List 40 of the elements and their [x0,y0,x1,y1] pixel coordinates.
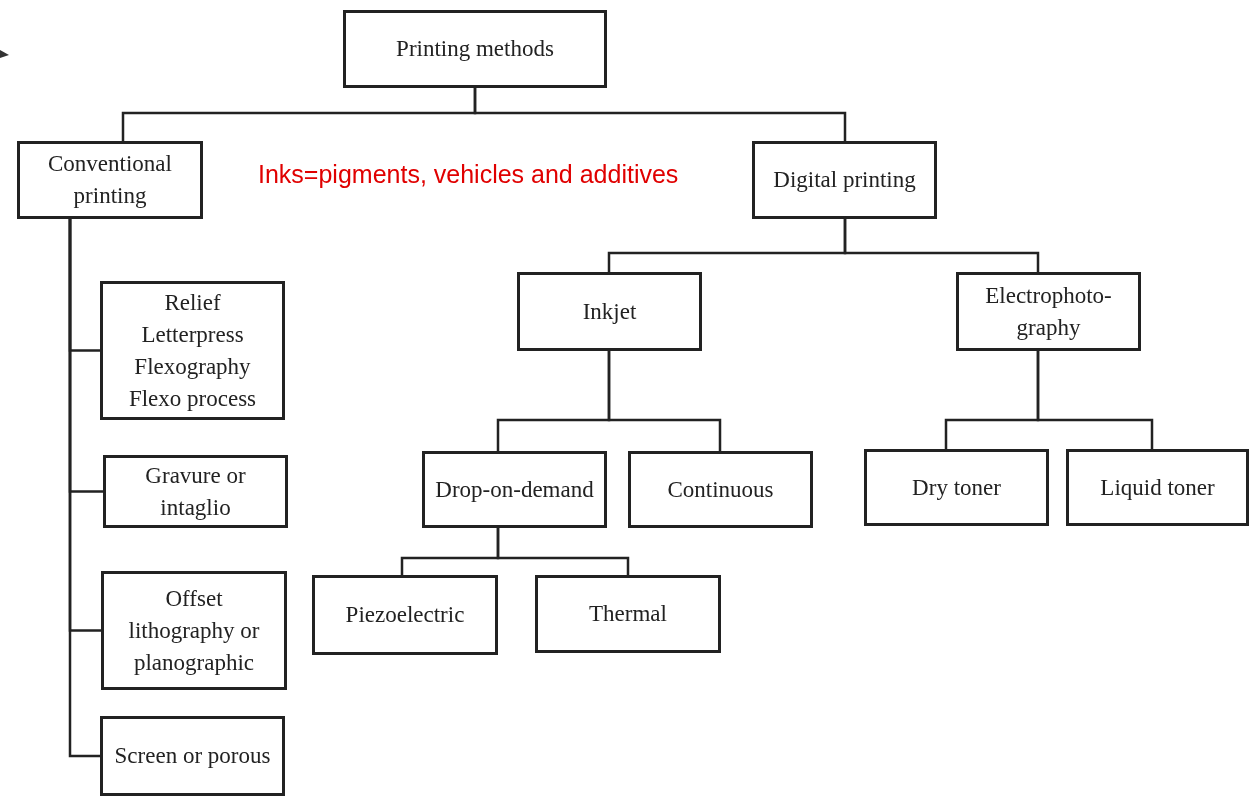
category-box [100,716,285,796]
node-text: Thermal [589,600,667,628]
category-box [752,141,937,219]
category-box [1066,449,1249,526]
node-text: Continuous [667,475,774,504]
node-text: Screen or porous [114,742,271,770]
node-text: Digital printing [773,166,916,194]
node-text: Piezoelectric [345,601,465,629]
category-box [628,451,813,528]
connector-line [68,219,100,758]
node-text: Flexo process [128,384,257,413]
node-text: Flexography [134,352,251,381]
node-text: Gravure or intaglio [144,461,247,522]
node-text: Liquid toner [1100,473,1215,502]
category-box [517,272,702,351]
node-text: Drop-on-demand [435,475,594,504]
node-text: Inkjet [582,297,637,326]
category-box [956,272,1141,351]
category-box [535,575,721,653]
node-text: Relief [164,288,221,317]
category-box [101,571,287,690]
category-box [864,449,1049,526]
connector-line [607,351,722,451]
category-box [422,451,607,528]
category-box [343,10,607,88]
connector-line [473,88,847,141]
category-box [312,575,498,655]
category-box [100,281,285,420]
connector-line [1036,351,1154,449]
connector-line [843,219,1040,272]
category-box [103,455,288,528]
annotation-text: Inks=pigments, vehicles and additives [258,160,679,189]
node-text: Electrophoto-graphy [984,281,1113,342]
node-text: Conventional printing [47,150,173,210]
node-text: Letterpress [141,320,244,349]
connector-line [496,528,630,575]
node-text: Printing methods [396,35,554,63]
category-box [17,141,203,219]
node-text: Offset lithography or planographic [127,584,261,677]
node-text: Dry toner [912,473,1001,502]
